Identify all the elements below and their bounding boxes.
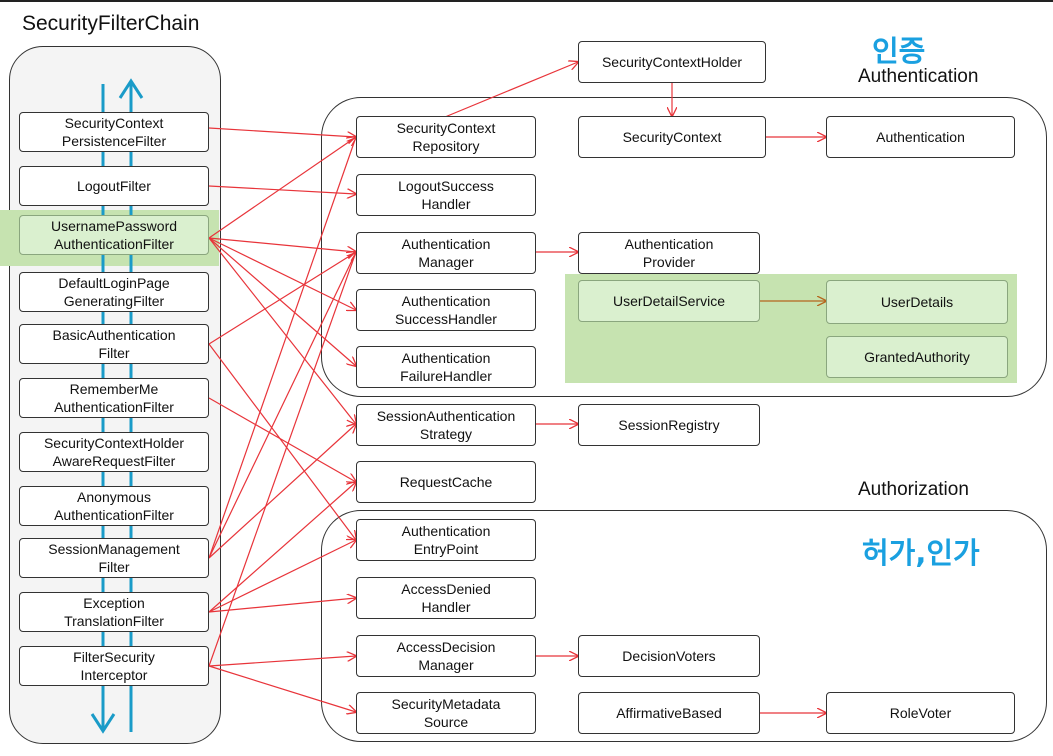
arrow-rememberme-to-request-cache xyxy=(208,397,356,482)
security-context-holder-box: SecurityContextHolder xyxy=(578,41,766,83)
security-context-repository-box: SecurityContext Repository xyxy=(356,116,536,158)
role-voter-box: RoleVoter xyxy=(826,692,1015,734)
authentication-box: Authentication xyxy=(826,116,1015,158)
user-detail-service-box: UserDetailService xyxy=(578,280,760,322)
security-metadata-source-box: SecurityMetadata Source xyxy=(356,692,536,734)
arrow-userpass-to-session-strategy xyxy=(208,237,356,424)
arrow-userpass-to-manager xyxy=(208,237,356,252)
session-authentication-strategy-box: SessionAuthentication Strategy xyxy=(356,404,536,446)
access-decision-manager-box: AccessDecision Manager xyxy=(356,635,536,677)
arrow-userpass-to-repository xyxy=(208,137,356,239)
session-registry-box: SessionRegistry xyxy=(578,404,760,446)
request-cache-box: RequestCache xyxy=(356,461,536,503)
authentication-provider-box: Authentication Provider xyxy=(578,232,760,274)
authentication-failure-handler-box: Authentication FailureHandler xyxy=(356,346,536,388)
arrow-exception-to-entry-point xyxy=(208,540,356,613)
diagram-title: SecurityFilterChain xyxy=(22,12,200,35)
logout-filter-box: LogoutFilter xyxy=(19,166,209,206)
authorization-korean-label: 허가,인가 xyxy=(862,536,980,570)
anonymous-authentication-filter-box: Anonymous AuthenticationFilter xyxy=(19,486,209,526)
decision-voters-box: DecisionVoters xyxy=(578,635,760,677)
arrow-userpass-to-success-handler xyxy=(208,237,356,310)
arrow-basic-to-manager xyxy=(208,252,356,345)
authorization-label: Authorization xyxy=(858,479,969,500)
filter-security-interceptor-box: FilterSecurity Interceptor xyxy=(19,646,209,686)
security-context-box: SecurityContext xyxy=(578,116,766,158)
security-context-persistence-filter-box: SecurityContext PersistenceFilter xyxy=(19,112,209,152)
default-login-page-generating-filter-box: DefaultLoginPage GeneratingFilter xyxy=(19,272,209,312)
arrow-userpass-to-failure-handler xyxy=(208,237,356,366)
arrow-interceptor-to-manager xyxy=(208,252,356,667)
authentication-korean-label: 인증 xyxy=(872,34,926,68)
basic-authentication-filter-box: BasicAuthentication Filter xyxy=(19,324,209,364)
granted-authority-box: GrantedAuthority xyxy=(826,336,1008,378)
authentication-entry-point-box: Authentication EntryPoint xyxy=(356,519,536,561)
logout-success-handler-box: LogoutSuccess Handler xyxy=(356,174,536,216)
arrow-repository-to-holder xyxy=(444,62,578,118)
authentication-success-handler-box: Authentication SuccessHandler xyxy=(356,289,536,331)
arrow-session-to-strategy xyxy=(208,424,356,559)
arrow-session-to-repository xyxy=(208,137,356,559)
authentication-label: Authentication xyxy=(858,66,979,87)
username-password-authentication-filter-box: UsernamePassword AuthenticationFilter xyxy=(19,215,209,255)
authentication-manager-box: Authentication Manager xyxy=(356,232,536,274)
arrow-persistence-to-repository xyxy=(208,127,356,137)
arrow-session-to-manager xyxy=(208,252,356,559)
arrow-logout-to-success-handler xyxy=(208,185,356,194)
arrow-interceptor-to-decision-manager xyxy=(208,656,356,667)
security-context-holder-aware-request-filter-box: SecurityContextHolder AwareRequestFilter xyxy=(19,432,209,472)
arrow-basic-to-entry-point xyxy=(208,343,356,540)
access-denied-handler-box: AccessDenied Handler xyxy=(356,577,536,619)
arrow-interceptor-to-metadata-source xyxy=(208,665,356,712)
remember-me-authentication-filter-box: RememberMe AuthenticationFilter xyxy=(19,378,209,418)
arrow-exception-to-request-cache xyxy=(208,482,356,613)
affirmative-based-box: AffirmativeBased xyxy=(578,692,760,734)
user-details-box: UserDetails xyxy=(826,280,1008,324)
top-border xyxy=(0,0,1053,2)
exception-translation-filter-box: Exception TranslationFilter xyxy=(19,592,209,632)
session-management-filter-box: SessionManagement Filter xyxy=(19,538,209,578)
arrow-exception-to-access-denied xyxy=(208,598,356,613)
